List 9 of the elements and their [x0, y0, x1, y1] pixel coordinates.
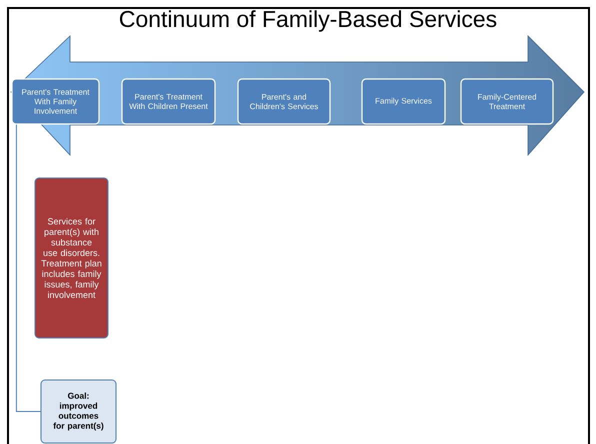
step-box: Parent's Treatment With Family Involvement	[11, 78, 100, 125]
description-box: Services for parent(s) with substance use disorders. Treatment plan includes family issues, family involvement	[34, 178, 108, 338]
title: Continuum of Family-Based Services	[120, 10, 496, 32]
goal-box: Goal: improved outcomes for parent(s)	[40, 380, 116, 444]
connector-line	[16, 124, 41, 412]
step-box: Family-Centered Treatment	[460, 78, 554, 125]
step-box: Parent's and Children's Services	[237, 78, 331, 125]
step-box: Parent's Treatment With Children Present	[121, 78, 216, 125]
step-box: Family Services	[361, 78, 446, 125]
